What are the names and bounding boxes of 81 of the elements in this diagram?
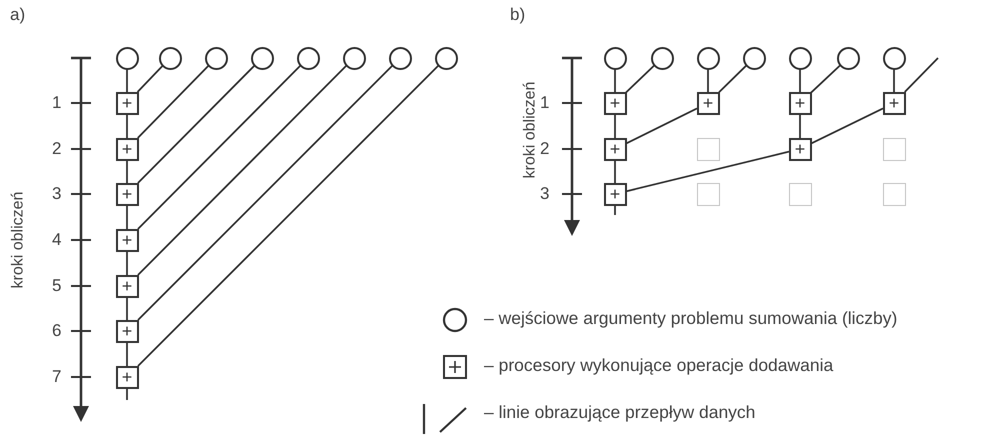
- connector-line: [126, 160, 128, 183]
- axis-title: kroki obliczeń: [10, 192, 26, 288]
- connector-line: [626, 150, 790, 192]
- input-circle: [836, 46, 860, 70]
- input-circle: [882, 46, 906, 70]
- legend-text: – linie obrazujące przepływ danych: [484, 404, 756, 422]
- step-number: 3: [540, 185, 550, 202]
- connector-line: [614, 69, 616, 92]
- adder-box: +: [604, 182, 626, 206]
- connector-line: [126, 297, 128, 320]
- idle-box: [882, 182, 906, 206]
- adder-box: +: [116, 320, 138, 342]
- adder-box: +: [116, 182, 138, 206]
- step-number: 2: [540, 140, 550, 157]
- connector-line: [126, 251, 128, 275]
- step-number: 5: [52, 277, 62, 294]
- step-number: 4: [52, 231, 62, 248]
- connector-line: [626, 108, 698, 144]
- connector-line: [137, 65, 301, 230]
- connector-line: [137, 65, 393, 321]
- connector-line: [810, 64, 841, 94]
- connector-line: [614, 205, 616, 215]
- connector-line: [126, 388, 128, 400]
- adder-box: +: [788, 138, 812, 160]
- input-circle: [204, 46, 228, 70]
- axis-title: kroki obliczeń: [522, 82, 538, 178]
- input-circle: [116, 46, 138, 70]
- idle-box: [882, 138, 906, 160]
- connector-line: [614, 160, 616, 183]
- adder-box: +: [604, 138, 626, 160]
- adder-box: +: [696, 92, 720, 114]
- step-number: 1: [540, 94, 550, 111]
- input-circle: [250, 46, 274, 70]
- input-circle: [342, 46, 366, 70]
- connector-line: [126, 69, 128, 92]
- adder-box: +: [116, 138, 138, 160]
- input-circle: [742, 46, 766, 70]
- panel-label: a): [10, 6, 26, 23]
- connector-line: [893, 69, 895, 92]
- connector-line: [137, 65, 347, 276]
- connector-line: [126, 342, 128, 366]
- step-number: 1: [52, 94, 62, 111]
- input-circle: [696, 46, 720, 70]
- connector-line: [126, 205, 128, 229]
- legend-text: – wejściowe argumenty problemu sumowania (liczby): [484, 310, 898, 328]
- adder-box: +: [116, 92, 138, 114]
- connector-line: [707, 69, 709, 92]
- adder-box: +: [788, 92, 812, 114]
- connector-line: [137, 65, 209, 139]
- idle-box: [696, 138, 720, 160]
- connector-line: [126, 114, 128, 138]
- input-circle: [158, 46, 182, 70]
- adder-box: +: [116, 274, 138, 298]
- input-circle: [604, 46, 626, 70]
- connector-line: [614, 114, 616, 138]
- step-number: 2: [52, 140, 62, 157]
- step-number: 6: [52, 322, 62, 339]
- input-circle: [788, 46, 812, 70]
- connector-line: [904, 57, 939, 93]
- idle-box: [788, 182, 812, 206]
- idle-box: [696, 182, 720, 206]
- input-circle: [650, 46, 674, 70]
- connector-line: [718, 65, 747, 93]
- adder-box: +: [116, 366, 138, 388]
- connector-line: [625, 64, 655, 94]
- connector-line: [799, 69, 801, 92]
- connector-line: [137, 65, 439, 367]
- adder-box: +: [116, 228, 138, 252]
- input-circle: [296, 46, 320, 70]
- input-circle: [388, 46, 412, 70]
- connector-line: [799, 114, 801, 138]
- connector-line: [136, 65, 164, 93]
- adder-box: +: [604, 92, 626, 114]
- step-number: 3: [52, 185, 62, 202]
- connector-line: [810, 108, 884, 144]
- adder-box: +: [882, 92, 906, 114]
- legend-text: – procesory wykonujące operacje dodawania: [484, 357, 834, 374]
- connector-line: [137, 65, 255, 184]
- step-number: 7: [52, 368, 62, 385]
- panel-label: b): [510, 6, 526, 23]
- input-circle: [434, 46, 458, 70]
